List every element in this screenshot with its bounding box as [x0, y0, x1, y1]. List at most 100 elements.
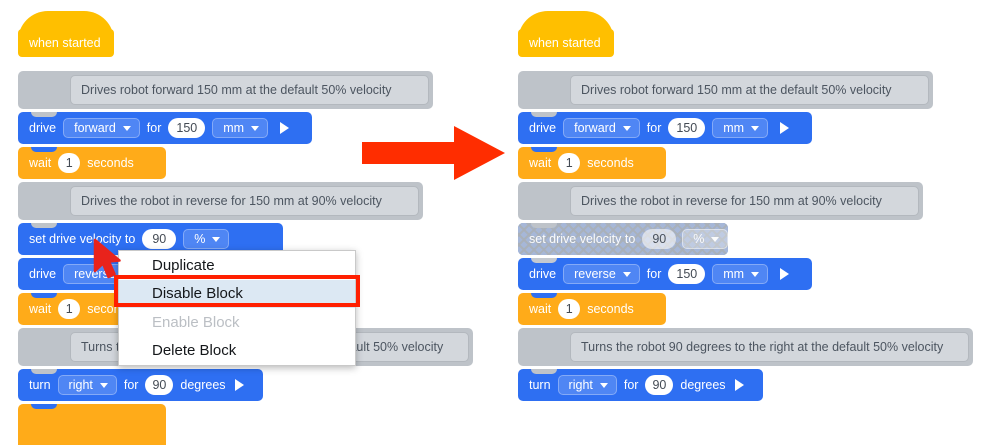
direction-dropdown[interactable]: right: [57, 375, 117, 395]
chevron-down-icon: [99, 382, 108, 388]
unit-value: %: [693, 232, 705, 246]
chevron-down-icon: [212, 236, 221, 242]
direction-dropdown[interactable]: right: [557, 375, 617, 395]
direction-value: forward: [74, 121, 116, 135]
play-icon[interactable]: [280, 122, 290, 134]
seconds-label: seconds: [87, 156, 134, 170]
direction-dropdown[interactable]: reverse: [563, 264, 640, 284]
velocity-input[interactable]: 90: [642, 229, 677, 249]
before-state-panel: when started Drives robot forward 150 mm…: [0, 0, 497, 445]
after-state-panel: when started Drives robot forward 150 mm…: [500, 0, 997, 445]
block-label: drive: [29, 267, 57, 281]
unit-value: mm: [723, 267, 745, 281]
comment-block[interactable]: Drives robot forward 150 mm at the defau…: [518, 71, 933, 109]
chevron-down-icon: [751, 271, 760, 277]
direction-dropdown[interactable]: forward: [563, 118, 640, 138]
block-label: set drive velocity to: [529, 232, 636, 246]
comment-text: Drives the robot in reverse for 150 mm a…: [70, 186, 419, 216]
block-drive-forward[interactable]: drive forward for 150 mm: [518, 112, 812, 144]
chevron-down-icon: [622, 125, 631, 131]
block-wait[interactable]: wait 1 seconds: [18, 147, 166, 179]
direction-value: reverse: [574, 267, 616, 281]
block-context-menu[interactable]: Duplicate Disable Block Enable Block Del…: [118, 250, 356, 366]
chevron-down-icon: [711, 236, 720, 242]
for-label: for: [623, 378, 639, 392]
comment-text: Turns the robot 90 degrees to the right …: [570, 332, 969, 362]
block-turn-right[interactable]: turn right for 90 degrees: [18, 369, 263, 401]
play-icon[interactable]: [780, 268, 790, 280]
block-wait[interactable]: wait 1 seconds: [518, 147, 666, 179]
block-label: drive: [529, 267, 557, 281]
comment-text: Drives robot forward 150 mm at the defau…: [570, 75, 929, 105]
chevron-down-icon: [599, 382, 608, 388]
distance-input[interactable]: 150: [668, 118, 706, 138]
comment-text: Drives the robot in reverse for 150 mm a…: [570, 186, 919, 216]
block-when-started[interactable]: when started: [518, 11, 614, 57]
hat-dome: [18, 11, 114, 41]
seconds-label: seconds: [587, 302, 634, 316]
direction-value: right: [68, 378, 93, 392]
seconds-input[interactable]: 1: [558, 299, 581, 319]
comment-text: Drives robot forward 150 mm at the defau…: [70, 75, 429, 105]
chevron-down-icon: [622, 271, 631, 277]
comment-block[interactable]: Turns the robot 90 degrees to the right …: [518, 328, 973, 366]
block-label: when started: [529, 36, 601, 50]
chevron-down-icon: [122, 125, 131, 131]
block-set-drive-velocity[interactable]: set drive velocity to 90 %: [18, 223, 283, 255]
play-icon[interactable]: [734, 379, 744, 391]
block-label: when started: [29, 36, 101, 50]
chevron-down-icon: [251, 125, 260, 131]
degrees-label: degrees: [680, 378, 726, 392]
seconds-input[interactable]: 1: [58, 153, 81, 173]
unit-value: mm: [723, 121, 745, 135]
seconds-input[interactable]: 1: [58, 299, 81, 319]
unit-dropdown[interactable]: mm: [712, 264, 769, 284]
for-label: for: [123, 378, 139, 392]
play-icon[interactable]: [780, 122, 790, 134]
degrees-label: degrees: [180, 378, 226, 392]
unit-value: mm: [223, 121, 245, 135]
block-label: turn: [29, 378, 51, 392]
menu-item-duplicate[interactable]: Duplicate: [152, 256, 215, 274]
play-icon[interactable]: [234, 379, 244, 391]
block-label: drive: [529, 121, 557, 135]
degrees-input[interactable]: 90: [645, 375, 674, 395]
distance-input[interactable]: 150: [668, 264, 706, 284]
menu-item-delete-block[interactable]: Delete Block: [152, 342, 237, 360]
block-when-started[interactable]: when started: [18, 11, 114, 57]
block-label: wait: [529, 302, 552, 316]
menu-item-enable-block: Enable Block: [152, 313, 240, 331]
velocity-unit-dropdown[interactable]: %: [682, 229, 729, 249]
hat-dome: [518, 11, 614, 41]
direction-value: forward: [574, 121, 616, 135]
block-label: wait: [29, 302, 52, 316]
block-label: wait: [29, 156, 52, 170]
mouse-cursor-icon: [93, 238, 121, 279]
block-drive-reverse[interactable]: drive reverse for 150 mm: [518, 258, 812, 290]
velocity-unit-dropdown[interactable]: %: [183, 229, 230, 249]
unit-value: %: [194, 232, 206, 246]
comment-block[interactable]: Drives the robot in reverse for 150 mm a…: [518, 182, 923, 220]
degrees-input[interactable]: 90: [145, 375, 174, 395]
direction-dropdown[interactable]: forward: [63, 118, 140, 138]
comment-block[interactable]: Drives robot forward 150 mm at the defau…: [18, 71, 433, 109]
block-label: wait: [529, 156, 552, 170]
chevron-down-icon: [751, 125, 760, 131]
velocity-input[interactable]: 90: [142, 229, 177, 249]
seconds-input[interactable]: 1: [558, 153, 581, 173]
unit-dropdown[interactable]: mm: [212, 118, 269, 138]
block-drive-forward[interactable]: drive forward for 150 mm: [18, 112, 312, 144]
block-next-partial[interactable]: [18, 404, 166, 445]
for-label: for: [146, 121, 162, 135]
unit-dropdown[interactable]: mm: [712, 118, 769, 138]
block-set-drive-velocity-disabled[interactable]: set drive velocity to 90 %: [518, 223, 729, 255]
menu-item-disable-block[interactable]: Disable Block: [119, 279, 355, 308]
block-label: drive: [29, 121, 57, 135]
block-turn-right[interactable]: turn right for 90 degrees: [518, 369, 763, 401]
comment-block[interactable]: Drives the robot in reverse for 150 mm a…: [18, 182, 423, 220]
block-wait[interactable]: wait 1 seconds: [518, 293, 666, 325]
distance-input[interactable]: 150: [168, 118, 206, 138]
direction-value: right: [568, 378, 593, 392]
seconds-label: seconds: [587, 156, 634, 170]
